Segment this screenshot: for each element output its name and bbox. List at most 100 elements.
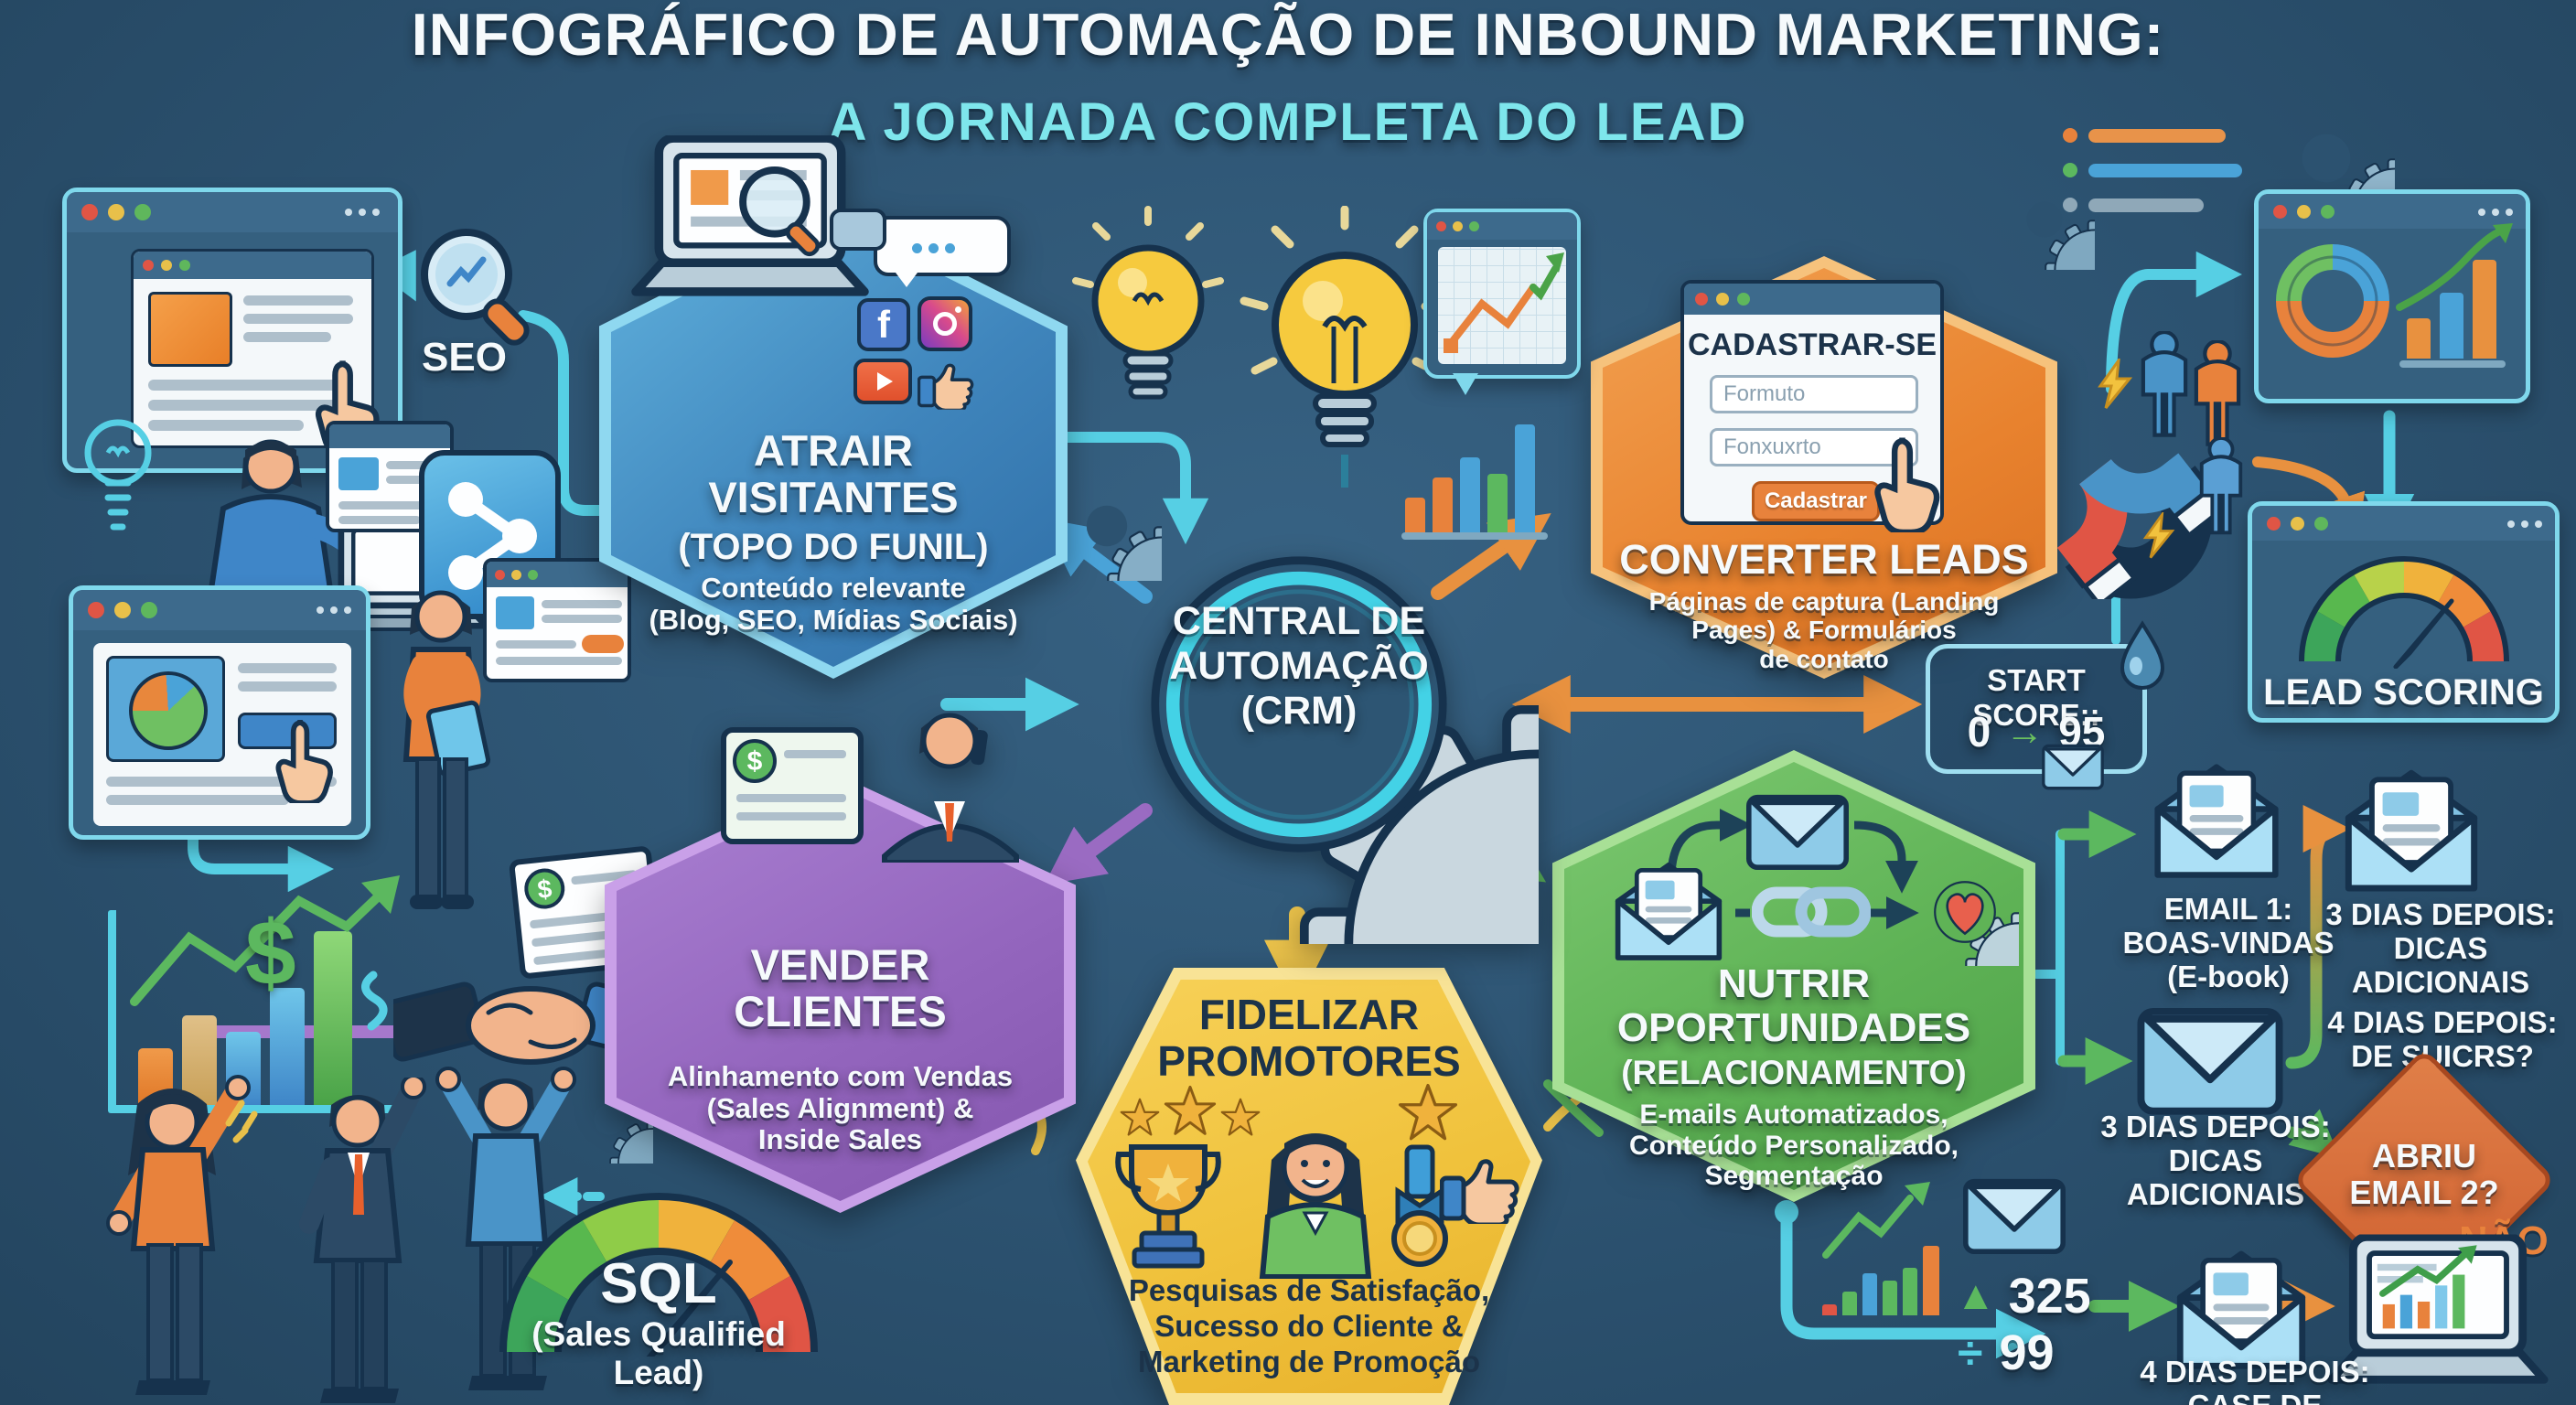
nutrir-title: NUTRIR OPORTUNIDADES bbox=[1616, 961, 1971, 1050]
form-field-2[interactable]: Fonxuxrto bbox=[1710, 428, 1918, 467]
arrow-orange-to-leadscoring bbox=[2252, 456, 2366, 540]
growth-bar-chart bbox=[108, 875, 410, 1113]
stat-div-row: ÷ 99 bbox=[1958, 1325, 2055, 1381]
squiggle-icon bbox=[361, 971, 388, 1031]
trophy-icon bbox=[1115, 1144, 1221, 1269]
stat-div-value: 99 bbox=[1999, 1325, 2055, 1380]
arrow-email2-to-email3 bbox=[2285, 805, 2351, 1069]
mini-bar-chart bbox=[1822, 1182, 1941, 1315]
atrair-title: ATRAIR VISITANTES bbox=[708, 426, 959, 521]
fidelizar-desc: Pesquisas de Satisfação, Sucesso do Clie… bbox=[1128, 1273, 1490, 1378]
signup-button[interactable]: Cadastrar bbox=[1752, 481, 1880, 521]
arrow-gear-to-vender bbox=[1044, 803, 1153, 885]
stat-up-row: ▲ 325 bbox=[1956, 1268, 2091, 1325]
lightbulb-small-icon bbox=[1072, 206, 1224, 400]
celebrating-woman bbox=[106, 1075, 251, 1395]
fidelizar-title: FIDELIZAR PROMOTORES bbox=[1157, 991, 1461, 1085]
nutrir-desc: E-mails Automatizados, Conteúdo Personal… bbox=[1628, 1099, 1959, 1192]
dashboard-window bbox=[2254, 189, 2530, 403]
cta-button[interactable] bbox=[238, 713, 337, 749]
dashboard-bars bbox=[2396, 223, 2517, 368]
open-envelope-icon bbox=[2174, 1246, 2309, 1372]
window-menu-dots bbox=[345, 209, 352, 216]
page-title: INFOGRÁFICO DE AUTOMAÇÃO DE INBOUND MARK… bbox=[411, 1, 2165, 68]
stage-vender-hexagon: $ VENDER CLIENTES Alinhamento com Vendas… bbox=[605, 713, 1076, 1213]
converter-desc: Páginas de captura (Landing Pages) & For… bbox=[1648, 587, 2000, 673]
email1-label: EMAIL 1: BOAS-VINDAS (E-book) bbox=[2122, 892, 2334, 993]
lead-person-icon bbox=[2141, 331, 2188, 437]
vender-title: VENDER CLIENTES bbox=[734, 940, 947, 1035]
contract-doc-icon: $ bbox=[721, 727, 864, 844]
small-gear-icon bbox=[1086, 505, 1162, 581]
gear-heart-icon bbox=[1934, 881, 2019, 966]
laptop-search-icon bbox=[627, 135, 874, 302]
nutrir-subtitle: (RELACIONAMENTO) bbox=[1621, 1054, 1967, 1091]
converter-title: CONVERTER LEADS bbox=[1619, 536, 2029, 583]
hero-image-placeholder bbox=[148, 292, 232, 367]
atrair-subtitle: (TOPO DO FUNIL) bbox=[678, 527, 989, 567]
form-field-1-placeholder: Formuto bbox=[1723, 381, 1806, 406]
decision-label: ABRIU EMAIL 2? bbox=[2349, 1137, 2499, 1212]
closed-envelope-icon bbox=[2042, 743, 2104, 790]
content-speech-card bbox=[483, 558, 631, 682]
youtube-icon bbox=[853, 359, 912, 404]
green-cross-line bbox=[1543, 1079, 1604, 1137]
score-arrow-icon: → bbox=[2005, 710, 2045, 753]
small-gear-icon bbox=[594, 1104, 653, 1164]
lead-scoring-gauge bbox=[2299, 556, 2509, 669]
signup-title: CADASTRAR-SE bbox=[1688, 327, 1937, 362]
results-laptop-icon bbox=[2324, 1233, 2552, 1390]
lead-person-icon bbox=[2194, 340, 2241, 446]
open-envelope-icon bbox=[2342, 765, 2481, 895]
sparkle-icon bbox=[225, 1099, 258, 1143]
start-score-label: START SCORE:: bbox=[1972, 663, 2100, 732]
closed-envelope-icon bbox=[1746, 792, 1849, 871]
browser-titlebar bbox=[67, 192, 398, 232]
chain-link-icon bbox=[1752, 886, 1871, 938]
svg-text:$: $ bbox=[536, 874, 553, 905]
traffic-dot-red bbox=[81, 204, 98, 220]
form-field-2-placeholder: Fonxuxrto bbox=[1723, 434, 1821, 459]
dollar-sign: $ bbox=[245, 902, 296, 1004]
lightning-icon bbox=[2098, 359, 2133, 409]
speech-bubble-small bbox=[830, 209, 886, 251]
donut-chart bbox=[2276, 244, 2389, 358]
line-nutrir-emails bbox=[2032, 830, 2065, 1066]
central-gear bbox=[1151, 556, 1539, 944]
bullet-list-row bbox=[2063, 163, 2242, 177]
email2-label: 3 DIAS DEPOIS: DICAS ADICIONAIS bbox=[2100, 1110, 2331, 1211]
open-envelope-icon bbox=[1613, 858, 1724, 963]
seo-label: SEO bbox=[422, 335, 507, 380]
person-with-tablet bbox=[402, 590, 491, 909]
pie-chart bbox=[129, 671, 208, 750]
facebook-icon: f bbox=[857, 298, 910, 351]
star-icon bbox=[1120, 1098, 1160, 1138]
analytics-browser-window bbox=[69, 585, 370, 840]
up-triangle-icon: ▲ bbox=[1956, 1273, 1996, 1318]
cursor-hand-icon bbox=[273, 716, 335, 803]
line-seo-to-hex bbox=[518, 310, 609, 516]
email3-label: 3 DIAS DEPOIS: DICAS ADICIONAIS bbox=[2325, 897, 2556, 999]
droplet-icon bbox=[2120, 620, 2165, 690]
form-field-1[interactable]: Formuto bbox=[1710, 375, 1918, 413]
signup-window: CADASTRAR-SE Formuto Fonxuxrto Cadastrar bbox=[1680, 280, 1944, 525]
celebrating-man-suit bbox=[299, 1078, 426, 1403]
bullet-list-row bbox=[2063, 128, 2226, 143]
lead-person-icon bbox=[2199, 437, 2243, 535]
divide-icon: ÷ bbox=[1958, 1327, 1983, 1378]
seo-magnifier-icon bbox=[421, 229, 530, 346]
stat-up-value: 325 bbox=[2008, 1269, 2091, 1324]
lead-scoring-window: LEAD SCORING bbox=[2248, 501, 2560, 723]
chart-bubble-window bbox=[1423, 209, 1581, 395]
atrair-desc: Conteúdo relevante (Blog, SEO, Mídias So… bbox=[649, 572, 1018, 636]
stage-atrair-hexagon: f ATRAIR VISITANTES (TOPO DO FUNIL) Cont… bbox=[599, 209, 1068, 679]
thumbs-up-icon bbox=[1440, 1147, 1528, 1224]
flow-start-dot bbox=[1775, 1200, 1798, 1224]
svg-text:$: $ bbox=[747, 746, 763, 777]
score-from: 0 bbox=[1967, 708, 1991, 756]
magnet-icon bbox=[2056, 453, 2225, 599]
instagram-icon bbox=[918, 296, 972, 351]
vender-desc: Alinhamento com Vendas (Sales Alignment)… bbox=[667, 1060, 1014, 1156]
email4-label: 4 DIAS DEPOIS: DE SUICRS? bbox=[2327, 1005, 2558, 1073]
lead-scoring-label: LEAD SCORING bbox=[2263, 672, 2544, 713]
